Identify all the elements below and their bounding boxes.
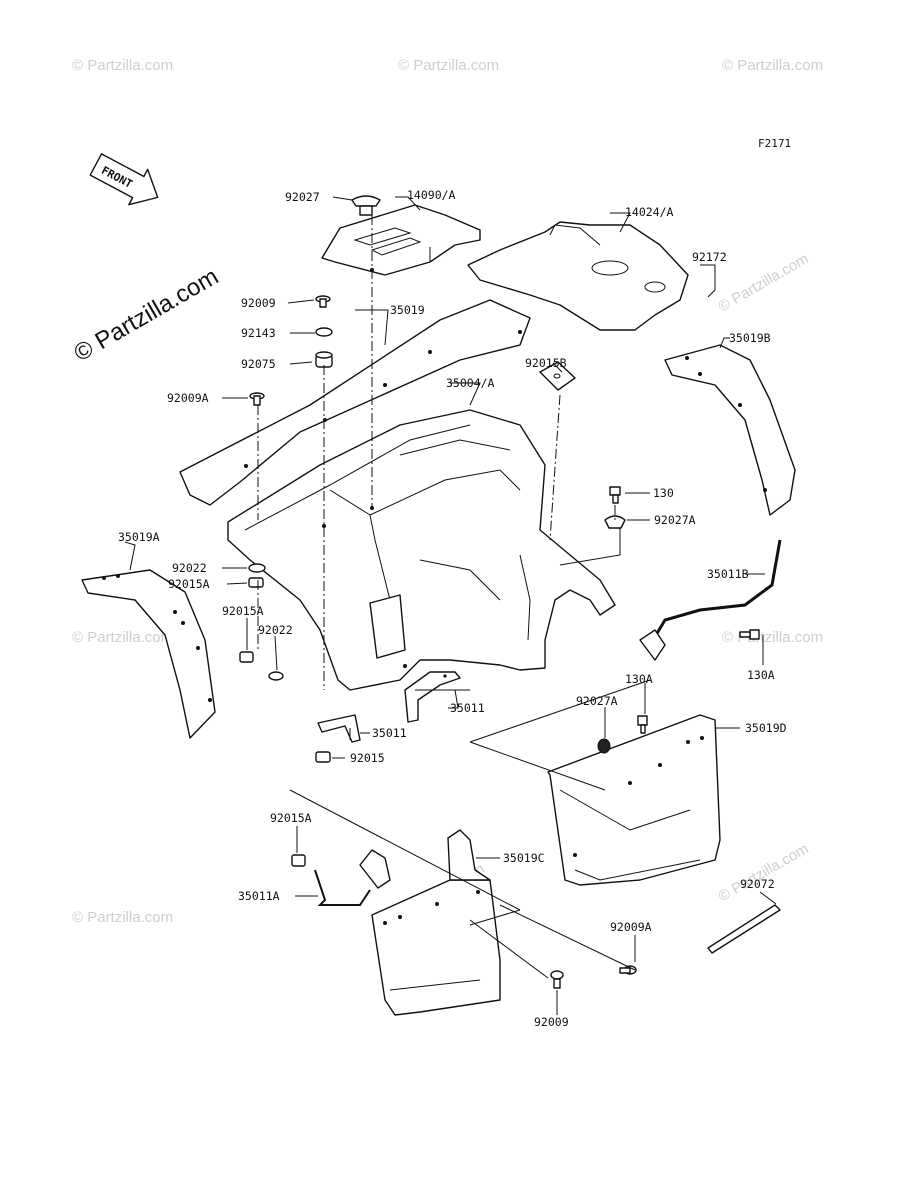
part-35019a-flap <box>81 569 216 739</box>
watermark: © Partzilla.com <box>716 250 812 315</box>
label-92172: 92172 <box>692 250 727 264</box>
label-92143: 92143 <box>241 326 276 340</box>
label-92022: 92022 <box>172 561 207 575</box>
part-labels: 92027 14090/A 14024/A 92172 92009 35019 … <box>118 188 787 1029</box>
leader-lines <box>124 196 777 1015</box>
watermark: © Partzilla.com <box>72 629 173 646</box>
label-92009: 92009 <box>534 1015 569 1029</box>
label-35011b: 35011B <box>707 567 749 581</box>
label-92015a: 92015A <box>168 577 210 591</box>
label-92009a: 92009A <box>610 920 652 934</box>
label-92027: 92027 <box>285 190 320 204</box>
label-92027a: 92027A <box>576 694 618 708</box>
label-35019b: 35019B <box>729 331 771 345</box>
part-35019d-mudflap <box>547 714 721 886</box>
label-35011: 35011 <box>450 701 485 715</box>
watermark: © Partzilla.com <box>72 57 173 74</box>
part-35004a-fender <box>227 409 616 691</box>
label-35019a: 35019A <box>118 530 160 544</box>
part-35011-bracket-a <box>404 671 461 723</box>
label-92015a: 92015A <box>270 811 312 825</box>
figure-code: F2171 <box>758 137 791 150</box>
part-35011b-rod <box>639 539 782 661</box>
label-35011a: 35011A <box>238 889 280 903</box>
label-92015: 92015 <box>350 751 385 765</box>
brand-logo: © Partzilla.com <box>70 263 224 367</box>
label-14090a: 14090/A <box>407 188 456 202</box>
part-14090a-cover <box>321 204 481 276</box>
label-35019c: 35019C <box>503 851 545 865</box>
label-35004a: 35004/A <box>446 376 495 390</box>
label-92009a: 92009A <box>167 391 209 405</box>
assembly-lines <box>257 215 651 979</box>
watermark: © Partzilla.com <box>72 909 173 926</box>
label-92072: 92072 <box>740 877 775 891</box>
watermark: © Partzilla.com <box>722 629 823 646</box>
label-35019d: 35019D <box>745 721 787 735</box>
label-92015b: 92015B <box>525 356 567 370</box>
label-92022: 92022 <box>258 623 293 637</box>
part-35011a-bracket <box>314 849 391 906</box>
label-92015a: 92015A <box>222 604 264 618</box>
label-14024a: 14024/A <box>625 205 674 219</box>
part-35019b-flap <box>664 344 796 516</box>
label-35019: 35019 <box>390 303 425 317</box>
label-130a: 130A <box>625 672 653 686</box>
label-130: 130 <box>653 486 674 500</box>
label-92075: 92075 <box>241 357 276 371</box>
hardware <box>239 195 760 989</box>
front-arrow-icon: FRONT <box>89 153 159 206</box>
label-35011: 35011 <box>372 726 407 740</box>
label-92027a: 92027A <box>654 513 696 527</box>
label-130a: 130A <box>747 668 775 682</box>
watermark: © Partzilla.com <box>716 840 812 905</box>
part-35019c-mudflap <box>371 829 501 1016</box>
part-35011-bracket-b <box>317 714 361 743</box>
watermark: © Partzilla.com <box>398 57 499 74</box>
label-92009: 92009 <box>241 296 276 310</box>
watermark: © Partzilla.com <box>722 57 823 74</box>
part-14024a-cover <box>467 221 689 331</box>
part-35019-flap <box>179 299 531 506</box>
part-92072-strap <box>707 904 781 954</box>
